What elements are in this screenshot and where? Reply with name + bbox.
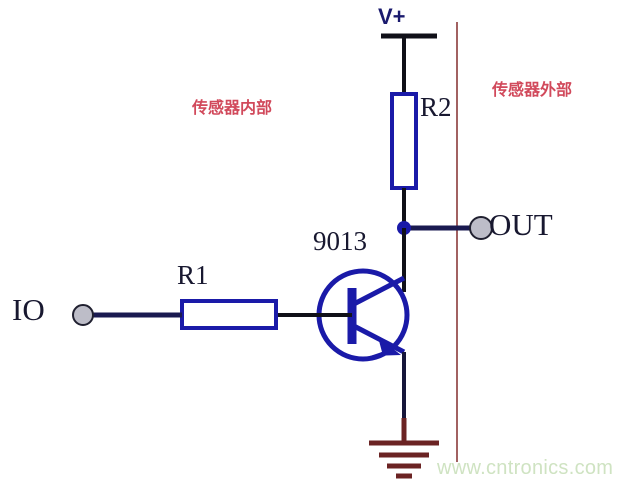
- transistor-label: 9013: [313, 226, 367, 256]
- out-terminal-circle[interactable]: [469, 216, 493, 240]
- watermark-text: www.cntronics.com: [437, 457, 614, 479]
- supply-label: V+: [378, 4, 406, 29]
- io-terminal-circle[interactable]: [72, 304, 94, 326]
- resistor-r1-body: [180, 299, 278, 330]
- transistor-collector-lead: [350, 275, 406, 308]
- transistor-emitter-arrow: [370, 337, 401, 356]
- transistor-emitter-lead: [350, 322, 406, 355]
- resistor-r2-body: [390, 92, 418, 190]
- resistor-r2-label: R2: [420, 92, 452, 122]
- out-terminal-label: OUT: [489, 207, 553, 242]
- region-label-sensor-internal: 传感器内部: [192, 100, 273, 117]
- resistor-r1-label: R1: [177, 260, 209, 290]
- io-terminal-label: IO: [12, 292, 45, 327]
- region-label-sensor-external: 传感器外部: [492, 82, 573, 99]
